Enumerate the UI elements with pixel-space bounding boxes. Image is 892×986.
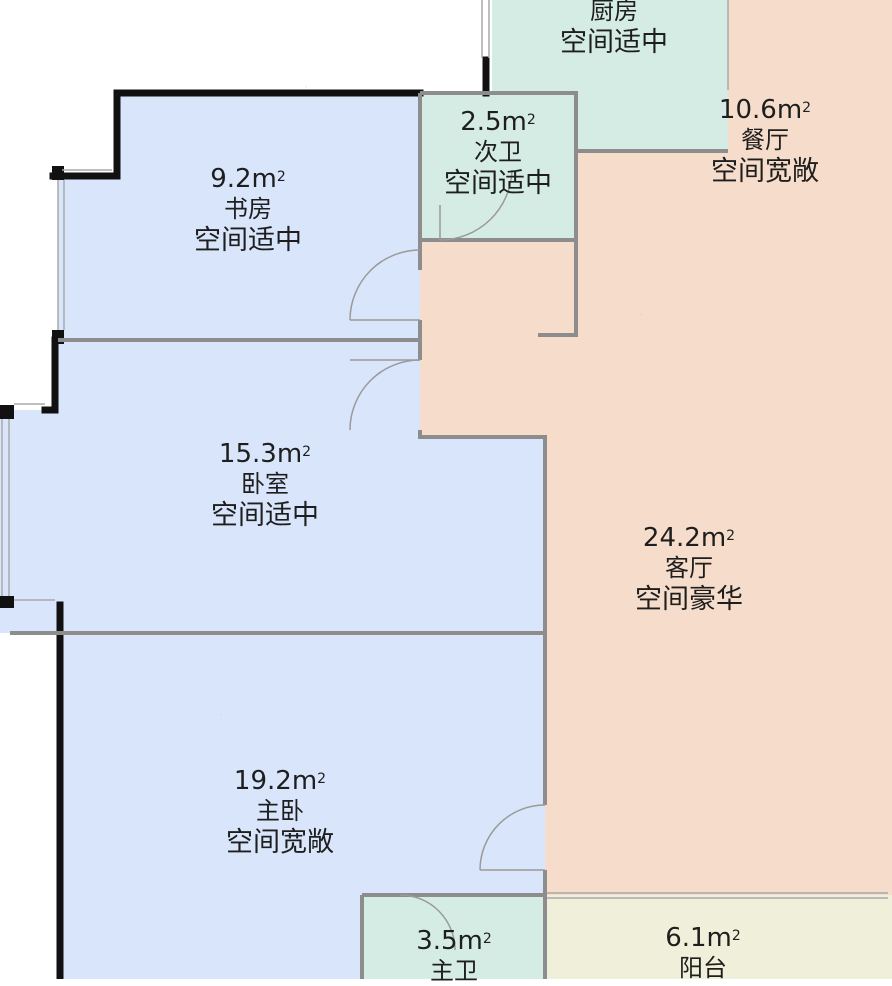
room-area: 6.1m2	[665, 923, 741, 953]
room-rating: 空间豪华	[635, 584, 743, 615]
room-kitchen-label: 厨房 空间适中	[560, 0, 668, 60]
room-bath2-label: 2.5m2 次卫 空间适中	[444, 107, 552, 201]
windows	[1, 0, 888, 899]
interior-walls	[10, 91, 728, 979]
room-rating: 空间宽敞	[226, 827, 334, 858]
room-name: 厨房	[590, 0, 638, 25]
room-name: 主卫	[429, 957, 478, 985]
room-bedroom-fill	[0, 340, 545, 633]
room-name: 书房	[224, 195, 272, 223]
room-name: 阳台	[678, 954, 727, 982]
room-bath2-fill	[420, 93, 576, 240]
room-area: 9.2m2	[210, 164, 286, 194]
room-balcony-label: 6.1m2 阳台	[665, 923, 741, 983]
room-study-fill	[58, 93, 420, 340]
room-kitchen-fill	[492, 0, 728, 151]
room-rating: 空间适中	[444, 168, 552, 199]
room-name: 主卧	[256, 797, 304, 825]
svg-text:·: ·	[637, 307, 645, 324]
room-area: 10.6m2	[718, 95, 812, 125]
room-dining-label: 10.6m2 餐厅 空间宽敞	[711, 95, 819, 189]
exterior-walls	[41, 56, 490, 979]
room-rating: 空间适中	[560, 27, 668, 58]
room-rating: 空间适中	[194, 225, 302, 256]
room-master-fill	[58, 633, 545, 979]
door-swings	[349, 169, 546, 951]
room-living-label: 24.2m2 客厅 空间豪华	[635, 523, 743, 617]
room-name: 次卫	[474, 138, 522, 166]
room-area: 19.2m2	[233, 766, 327, 796]
room-rating: 空间适中	[211, 500, 319, 531]
room-area: 15.3m2	[218, 439, 312, 469]
room-area: 24.2m2	[642, 523, 736, 553]
room-name: 卧室	[241, 470, 289, 498]
room-master-label: 19.2m2 主卧 空间宽敞	[226, 766, 334, 860]
svg-text:·: ·	[217, 707, 225, 724]
room-dining-living-fill	[418, 0, 892, 895]
room-name: 客厅	[665, 554, 713, 582]
room-area: 3.5m2	[416, 926, 492, 956]
room-balcony-fill	[545, 895, 892, 979]
room-name: 餐厅	[741, 126, 789, 154]
room-bedroom-label: 15.3m2 卧室 空间适中	[211, 439, 319, 533]
watermark: · · ·	[217, 79, 645, 724]
svg-text:·: ·	[302, 79, 310, 96]
room-study-label: 9.2m2 书房 空间适中	[194, 164, 302, 258]
room-area: 2.5m2	[460, 107, 536, 137]
room-rating: 空间宽敞	[711, 156, 819, 187]
room-bath1-label: 3.5m2 主卫	[416, 926, 492, 986]
